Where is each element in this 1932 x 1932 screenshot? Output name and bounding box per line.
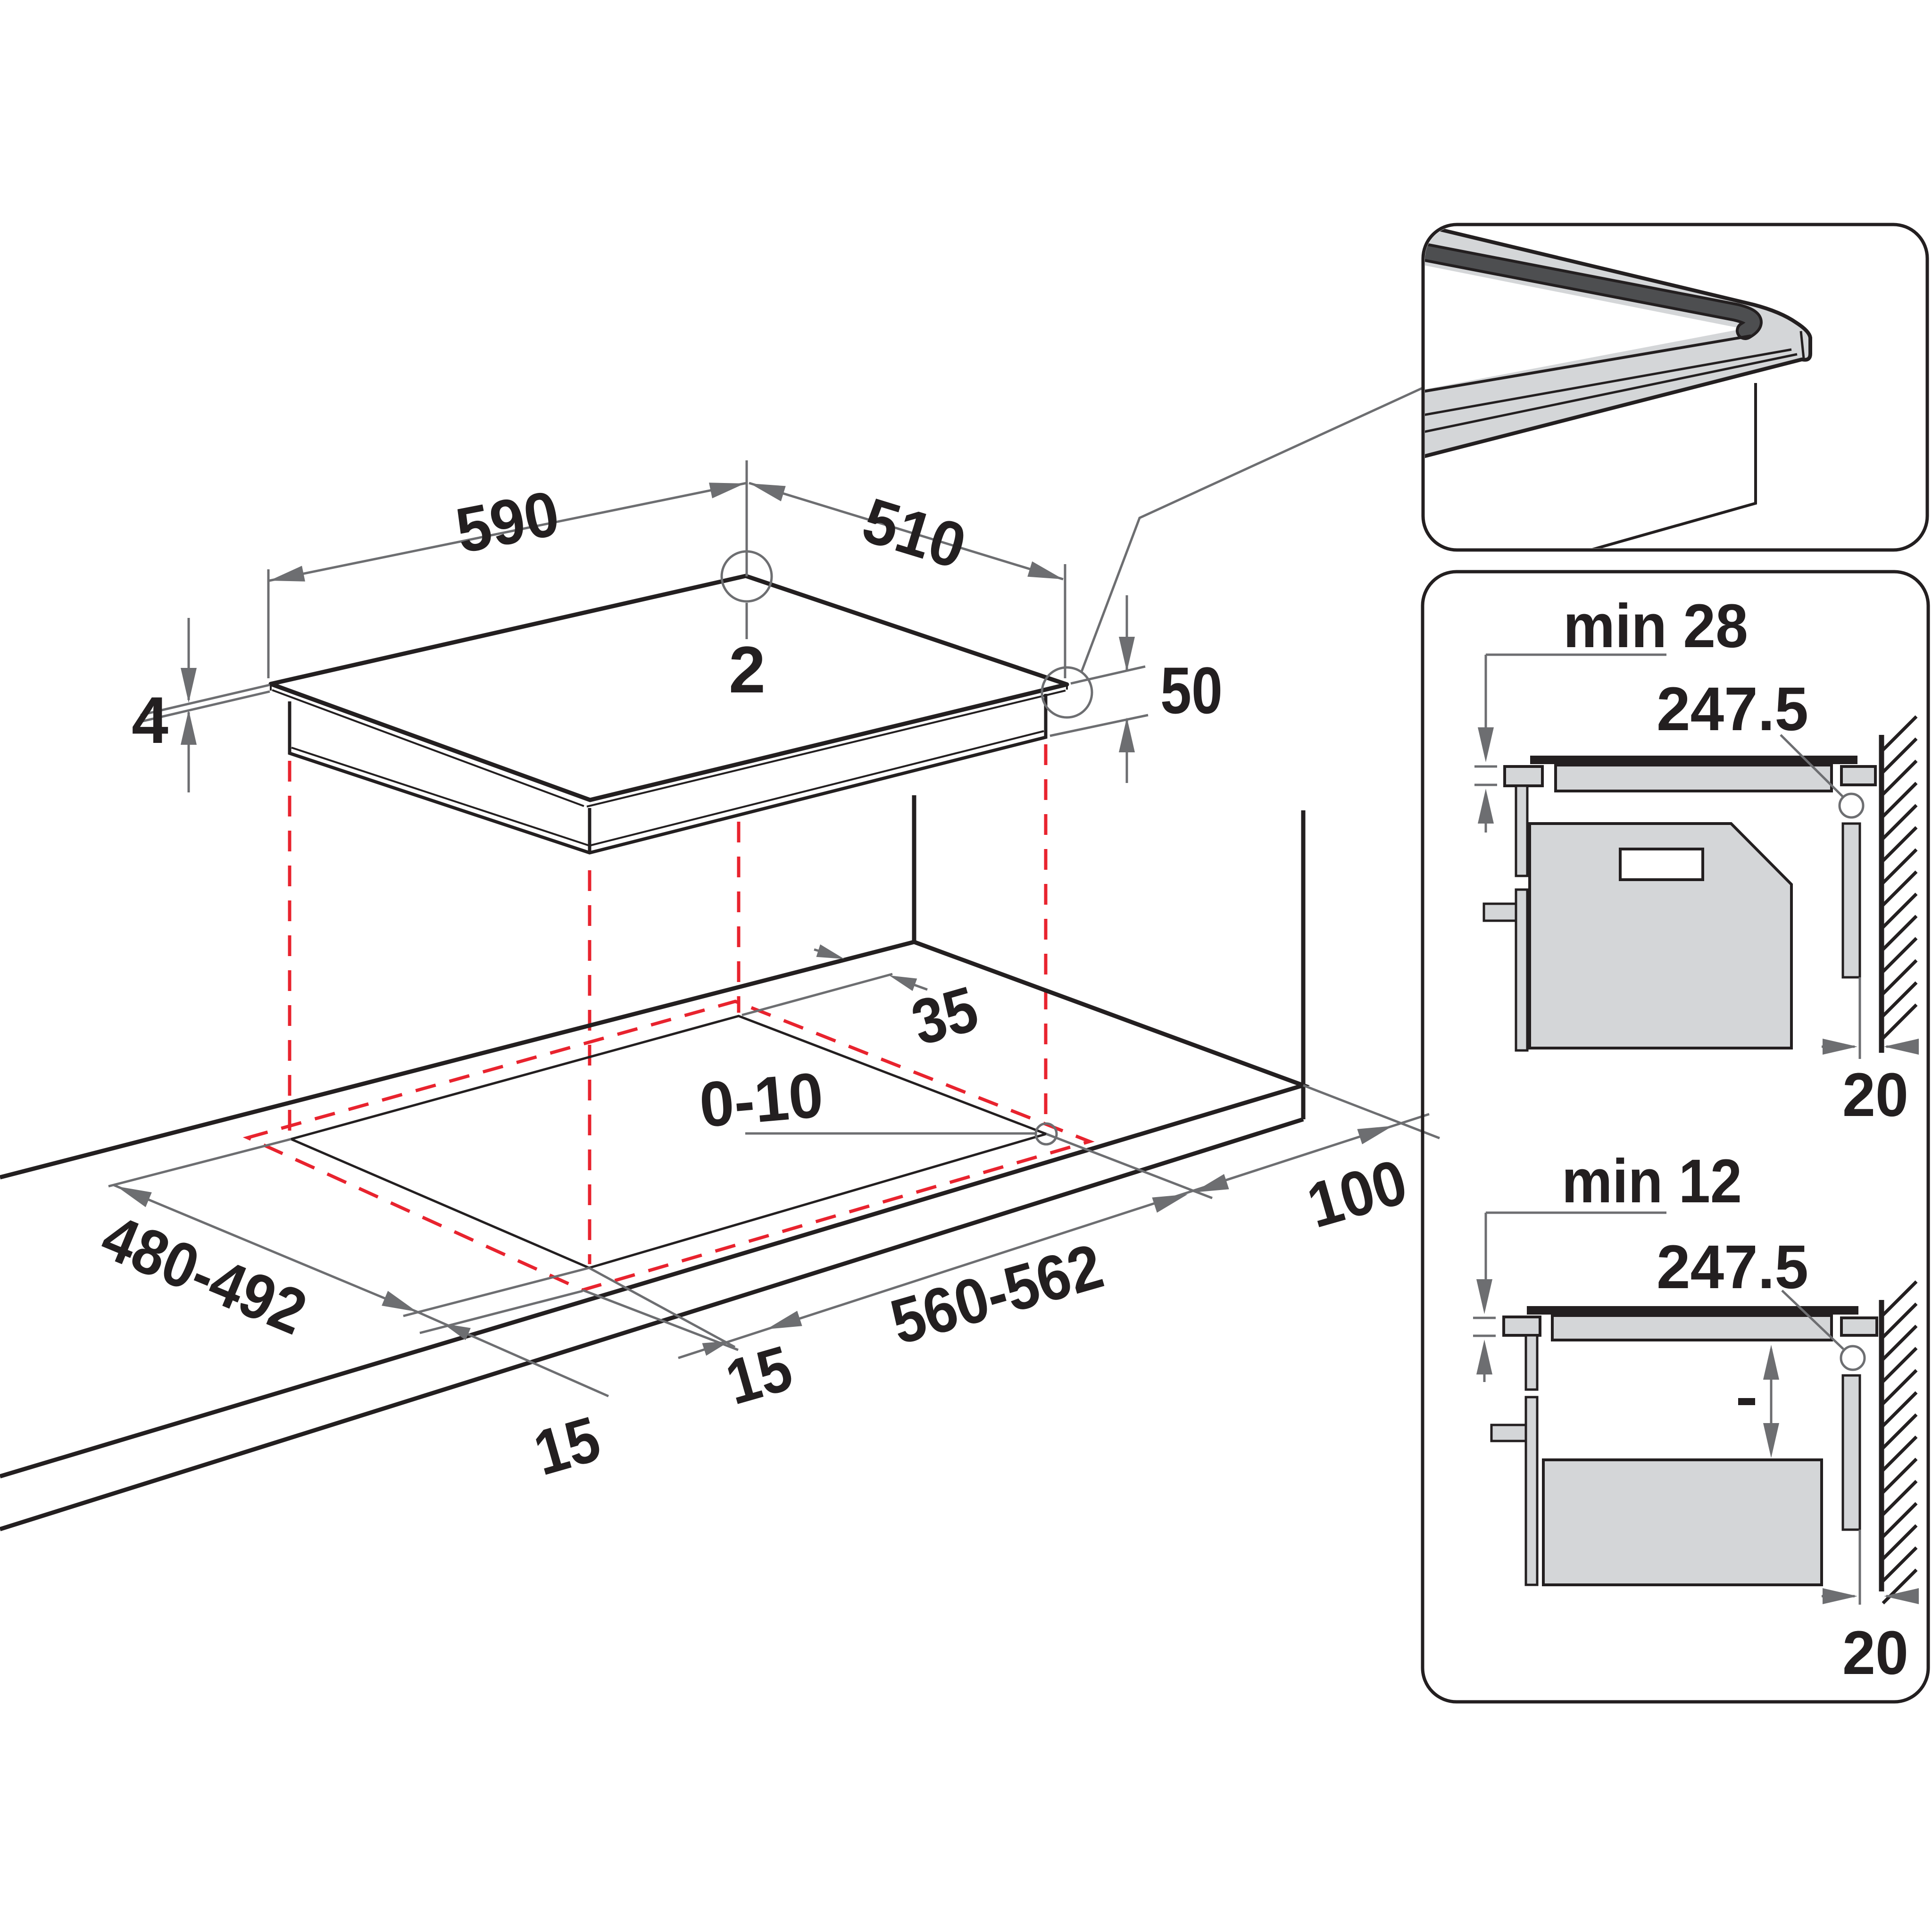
- svg-text:4: 4: [132, 683, 168, 757]
- svg-text:247.5: 247.5: [1657, 1232, 1808, 1301]
- svg-text:0-10: 0-10: [697, 1059, 826, 1141]
- svg-text:min 28: min 28: [1563, 591, 1748, 660]
- svg-text:50: 50: [1160, 653, 1223, 727]
- svg-text:min 12: min 12: [1562, 1146, 1742, 1216]
- svg-text:20: 20: [1842, 1618, 1908, 1687]
- svg-text:20: 20: [1842, 1060, 1908, 1129]
- svg-text:2: 2: [729, 633, 766, 707]
- svg-text:247.5: 247.5: [1657, 674, 1808, 743]
